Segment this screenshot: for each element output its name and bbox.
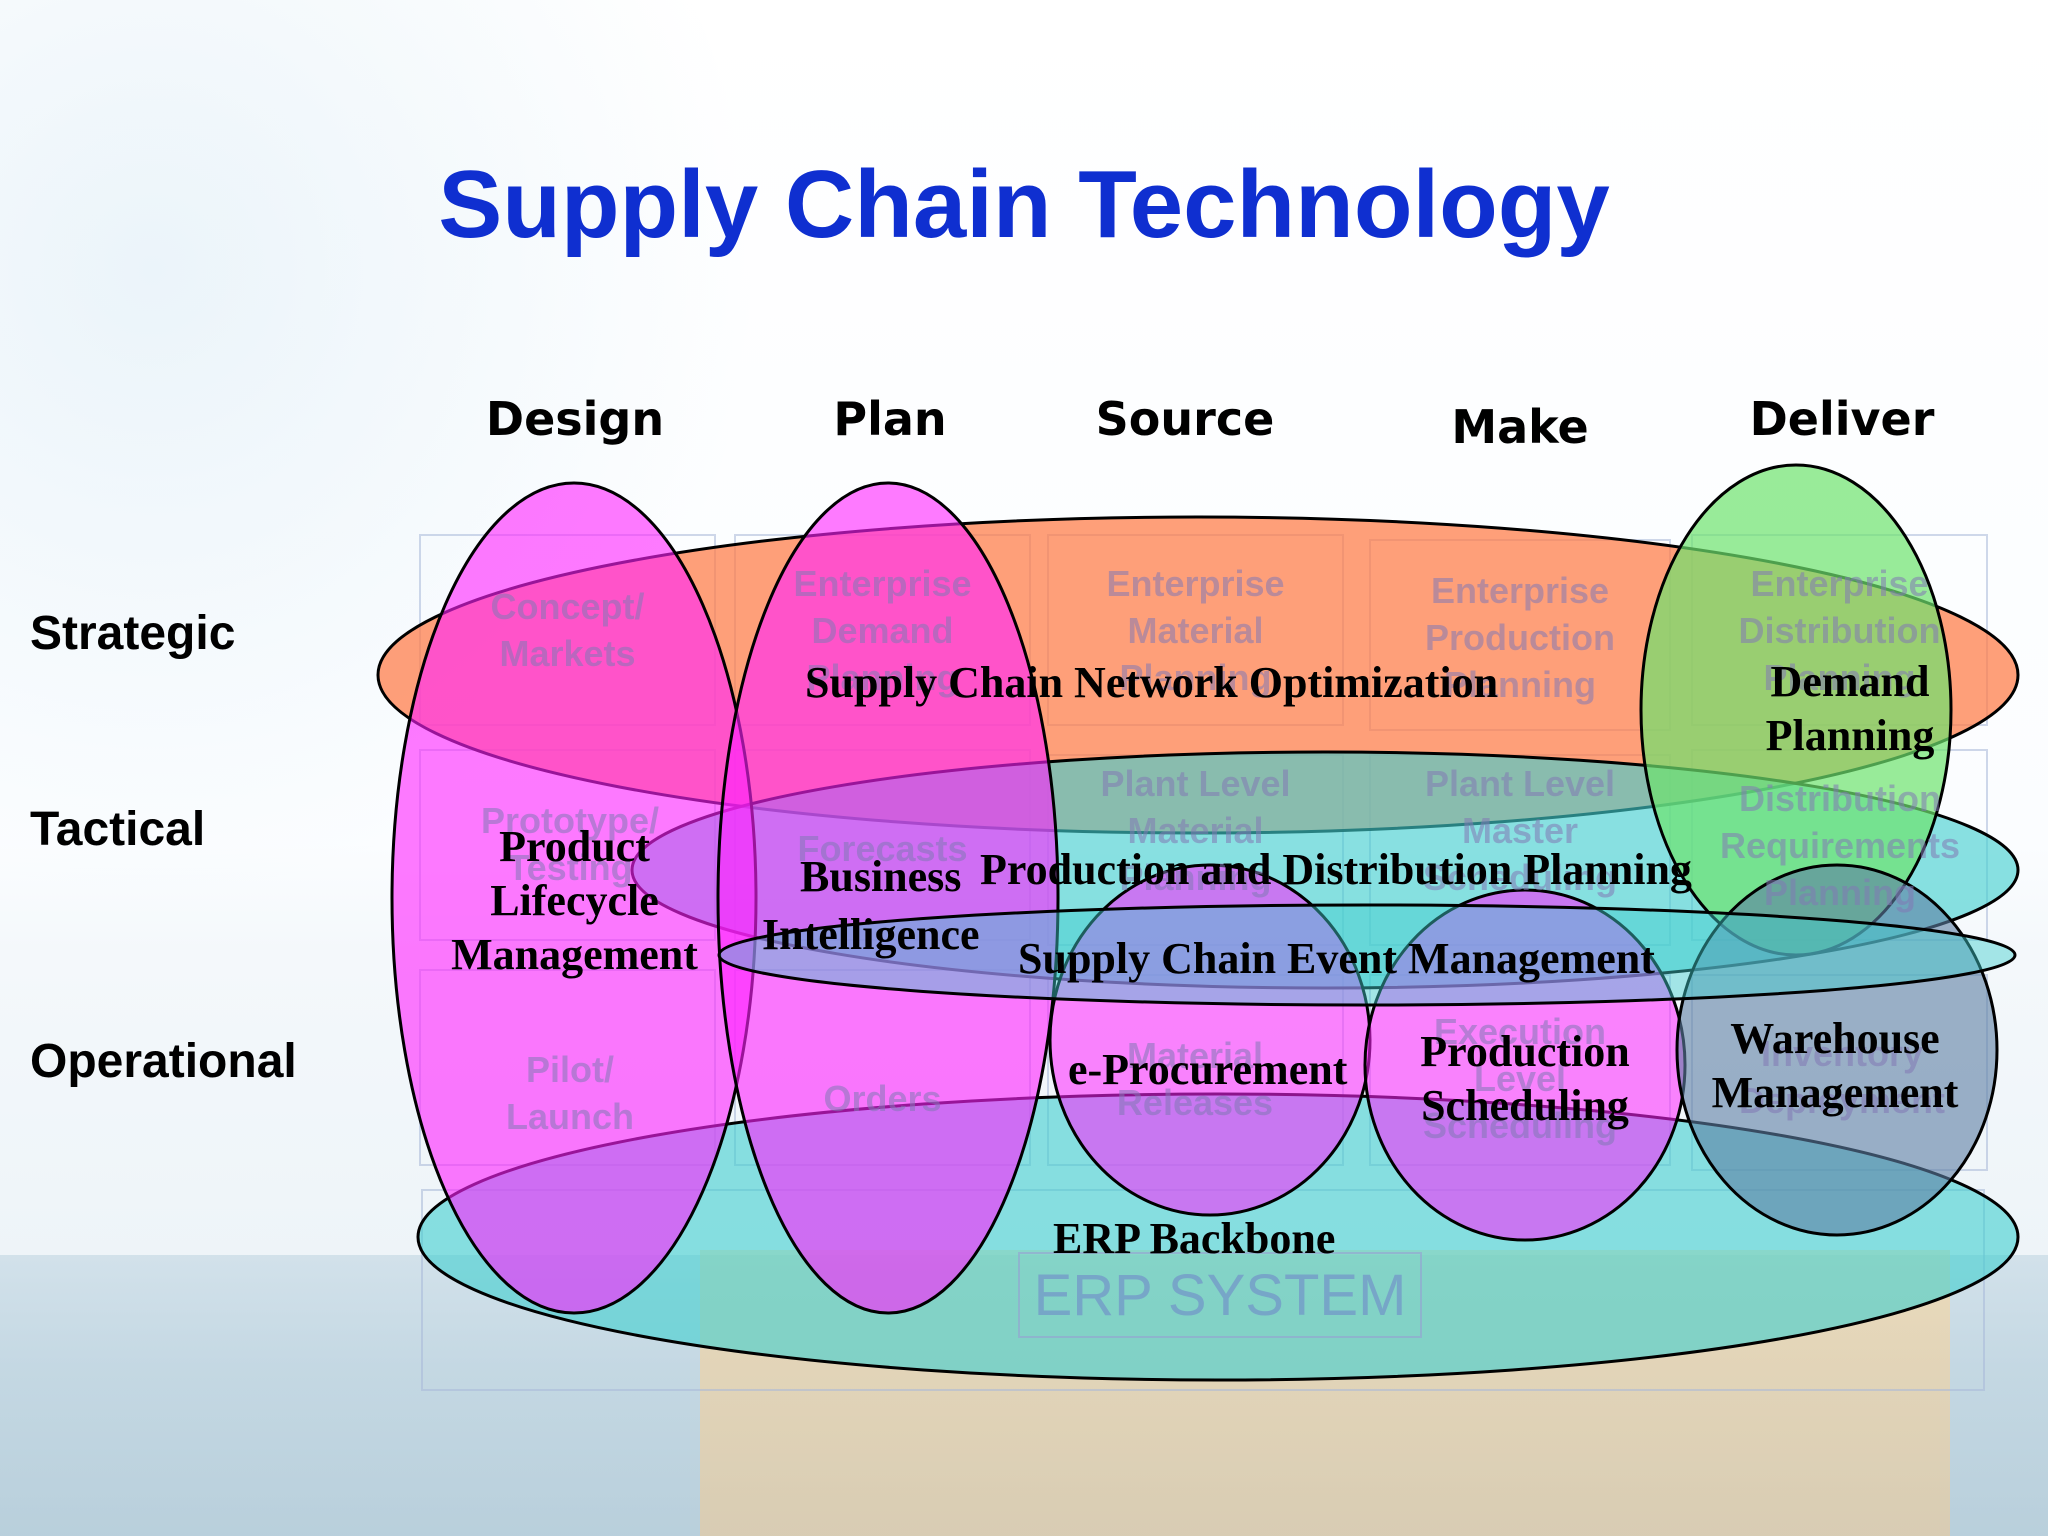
cell-label: Execution Level Scheduling [1422, 1011, 1617, 1146]
cell-label: Enterprise Demand Planning [793, 563, 972, 698]
row-header-strategic: Strategic [30, 607, 236, 660]
label-network-optimization: Supply Chain Network Optimization [805, 658, 1499, 707]
row-header-tactical: Tactical [30, 803, 206, 856]
slide-title: Supply Chain Technology [438, 151, 1610, 258]
label-business-intelligence: Business Intelligence [762, 852, 980, 959]
cell-label: Prototype/ Testing [480, 800, 659, 888]
cell-label: Enterprise Material Planning [1106, 563, 1285, 698]
label-event-management: Supply Chain Event Management [1018, 934, 1655, 983]
column-header-make: Make [1451, 400, 1589, 454]
cell-label: Inventory Deployment [1738, 1033, 1946, 1121]
label-product-lifecycle: Product Lifecycle Management [451, 822, 698, 979]
oval-warehouse-management [1675, 863, 1999, 1237]
label-demand-planning: Demand Planning [1765, 657, 1935, 760]
label-e-procurement: e-Procurement [1068, 1045, 1348, 1094]
erp-system-box: ERP SYSTEM [1018, 1252, 1422, 1338]
row-header-operational: Operational [30, 1035, 297, 1088]
label-production-scheduling: Production Scheduling [1420, 1027, 1630, 1130]
cell-label: Pilot/ Launch [505, 1049, 634, 1137]
technology-ovals [376, 463, 2020, 1382]
cell-label: Enterprise Production Planning [1425, 570, 1615, 705]
cell-label: Forecasts [797, 828, 968, 869]
oval-event-management [717, 903, 2017, 1007]
column-header-plan: Plan [833, 392, 947, 446]
cell-label: Plant Level Material Planning [1100, 763, 1291, 898]
label-production-distribution-planning: Production and Distribution Planning [980, 845, 1692, 894]
cell-label: Orders [823, 1078, 942, 1119]
cell-label: Concept/ Markets [490, 586, 645, 674]
label-erp-backbone: ERP Backbone [1053, 1214, 1336, 1263]
oval-business-intelligence [716, 481, 1060, 1315]
cell-label: Material Releases [1116, 1035, 1274, 1123]
cell-label: Enterprise Distribution Planning [1738, 563, 1941, 698]
column-header-deliver: Deliver [1749, 392, 1935, 446]
column-header-source: Source [1095, 392, 1275, 446]
column-header-design: Design [485, 392, 665, 446]
label-warehouse-management: Warehouse Management [1711, 1014, 1959, 1117]
cell-label: Distribution Requirements Planning [1719, 778, 1961, 913]
cell-label: Plant Level Master Scheduling [1422, 763, 1617, 898]
